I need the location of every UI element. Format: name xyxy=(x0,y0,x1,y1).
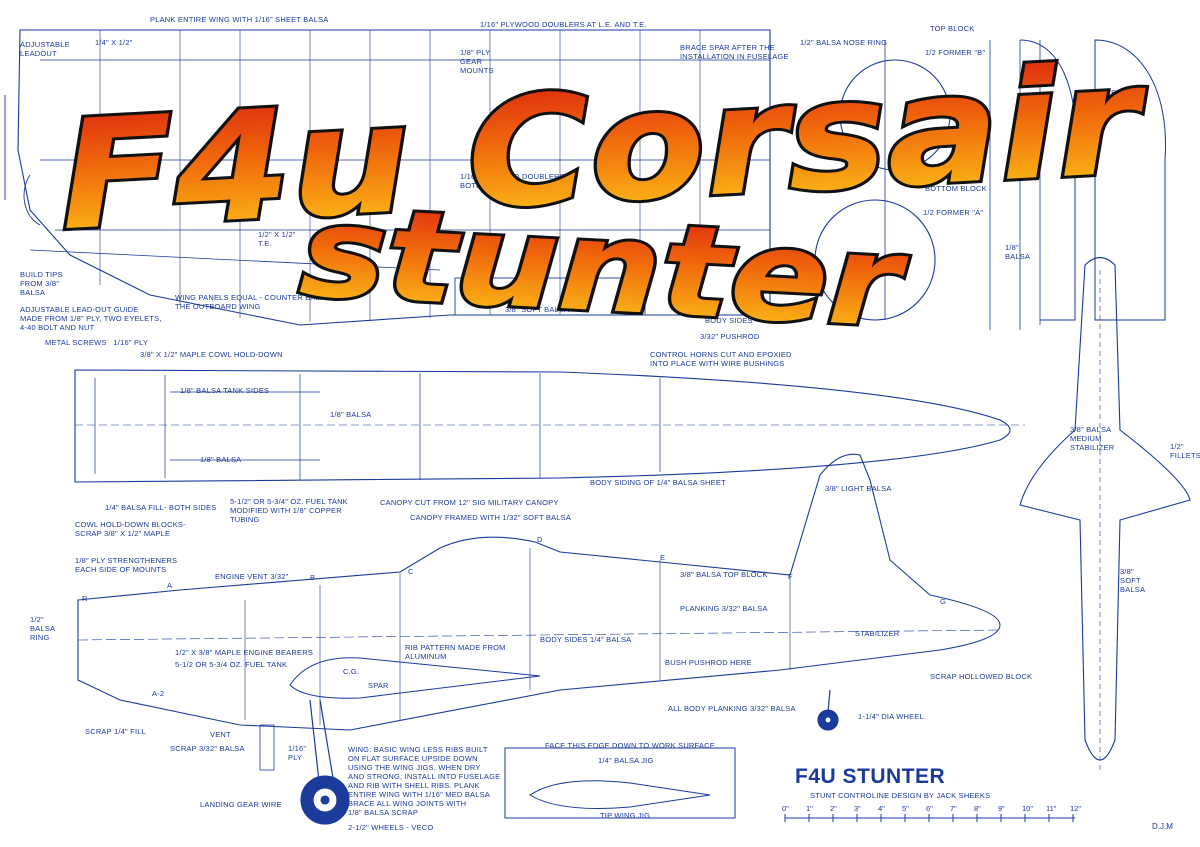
station-a: A xyxy=(167,581,173,590)
label-control-horns: CONTROL HORNS CUT AND EPOXIED INTO PLACE… xyxy=(650,350,792,368)
label-former-a: 1/2 FORMER "A" xyxy=(923,208,984,217)
station-a2: A-2 xyxy=(152,689,165,698)
station-r: R xyxy=(82,594,88,603)
label-soft-balsa-stab: 3/8" SOFT BALSA xyxy=(1120,567,1146,594)
label-balsa-18-c: 1/8" BALSA xyxy=(1095,88,1137,97)
label-fillets: 1/2" FILLETS xyxy=(1170,442,1200,460)
label-balsa-fill: 1/4" BALSA FILL- BOTH SIDES xyxy=(105,503,217,512)
station-d: D xyxy=(537,535,543,544)
label-body-sides-14: BODY SIDES 1/4" BALSA xyxy=(540,635,632,644)
stabilizer-view xyxy=(1019,256,1191,770)
label-top-block: TOP BLOCK xyxy=(930,24,975,33)
label-wheels: 2-1/2" WHEELS - VECO xyxy=(348,823,434,832)
label-fuel-tank-small: 5-1/2 OR 5-3/4 OZ. FUEL TANK xyxy=(175,660,288,669)
label-light-balsa: 3/8" LIGHT BALSA xyxy=(825,484,892,493)
label-scrap-32: SCRAP 3/32" BALSA xyxy=(170,744,245,753)
label-top-block-38: 3/8" BALSA TOP BLOCK xyxy=(680,570,768,579)
label-spar: SPAR xyxy=(368,681,389,690)
label-scrap-fill: SCRAP 1/4" FILL xyxy=(85,727,146,736)
label-pushrod: 3/32" PUSHROD xyxy=(700,332,760,341)
label-bush-pushrod: BUSH PUSHROD HERE xyxy=(665,658,752,667)
ruler-tick-label: 4" xyxy=(878,804,885,813)
fuselage-side-view xyxy=(77,453,1001,791)
label-ply-strengtheners: 1/8" PLY STRENGTHENERS EACH SIDE OF MOUN… xyxy=(75,556,178,574)
ruler-tick-label: 6" xyxy=(926,804,933,813)
ruler-tick-label: 2" xyxy=(830,804,837,813)
label-metal-screws: METAL SCREWS 1/16" PLY xyxy=(45,338,149,347)
label-half-te: 1/2" X 1/2" T.E. xyxy=(258,230,296,248)
label-balsa-jig: 1/4" BALSA JIG xyxy=(598,756,654,765)
label-engine-vent: ENGINE VENT 3/32" xyxy=(215,572,289,581)
label-leadout-guide: ADJUSTABLE LEAD-OUT GUIDE MADE FROM 1/8"… xyxy=(20,305,162,332)
label-canopy-cut: CANOPY CUT FROM 12" SIG MILITARY CANOPY xyxy=(380,498,559,507)
label-counter-balance: WING PANELS EQUAL - COUNTER BALANCE THE … xyxy=(175,293,342,311)
label-all-body-planking: ALL BODY PLANKING 3/32" BALSA xyxy=(668,704,796,713)
label-tip-jig: TIP WING JIG xyxy=(600,811,651,820)
label-body-siding: BODY SIDING OF 1/4" BALSA SHEET xyxy=(590,478,726,487)
label-cowl-blocks: COWL HOLD-DOWN BLOCKS- SCRAP 3/8" X 1/2"… xyxy=(75,520,186,538)
ruler-tick-label: 11" xyxy=(1046,804,1057,813)
label-cg: C.G. xyxy=(343,667,360,676)
label-dia-wheel: 1-1/4" DIA WHEEL xyxy=(858,712,924,721)
label-balsa-18-a: 1/8" BALSA xyxy=(1005,243,1031,261)
station-b: B xyxy=(310,573,316,582)
ruler-tick-label: 7" xyxy=(950,804,957,813)
station-c: C xyxy=(408,567,414,576)
label-balsa-18-b: 1/8" BALSA xyxy=(330,410,372,419)
station-e: E xyxy=(660,553,666,562)
label-ply-gear-mounts: 1/8" PLY GEAR MOUNTS xyxy=(460,48,494,75)
plan-subtitle: STUNT CONTROLINE DESIGN BY JACK SHEEKS xyxy=(810,791,991,800)
ruler-tick-label: 0" xyxy=(782,804,789,813)
ruler-tick-label: 3" xyxy=(854,804,861,813)
wing-plan-view xyxy=(4,29,771,326)
wing-jig xyxy=(504,747,736,819)
ruler-tick-label: 12" xyxy=(1070,804,1082,813)
label-engine-bearers: 1/2" X 3/8" MAPLE ENGINE BEARERS xyxy=(175,648,314,657)
label-ply-doublers-le: 1/16" PLYWOOD DOUBLERS AT L.E. AND T.E. xyxy=(480,20,647,29)
former-views xyxy=(814,39,1167,330)
label-stabilizer: STABILIZER xyxy=(855,629,900,638)
designer-initials: D.J.M xyxy=(1152,822,1173,831)
label-stab-medium: 3/8" BALSA MEDIUM STABILIZER xyxy=(1070,425,1115,452)
label-scrap-hollowed: SCRAP HOLLOWED BLOCK xyxy=(930,672,1033,681)
station-f: F xyxy=(788,572,793,581)
scale-ruler xyxy=(784,814,1075,822)
fuselage-top-view xyxy=(74,369,1025,483)
label-adjustable-leadout: ADJUSTABLE LEADOUT xyxy=(20,40,70,58)
label-wing-plank: PLANK ENTIRE WING WITH 1/16" SHEET BALSA xyxy=(150,15,329,24)
ruler-tick-label: 10" xyxy=(1022,804,1034,813)
wheels xyxy=(300,709,839,825)
label-balsa-ring: 1/2" BALSA RING xyxy=(30,615,56,642)
label-body-sides-top: BODY SIDES xyxy=(705,316,753,325)
ruler-tick-label: 8" xyxy=(974,804,981,813)
label-maple-cowl: 3/8" X 1/2" MAPLE COWL HOLD-DOWN xyxy=(140,350,283,359)
label-build-tips: BUILD TIPS FROM 3/8" BALSA xyxy=(20,270,63,297)
label-motor: MOTOR xyxy=(938,165,967,174)
label-quarter-half: 1/4" X 1/2" xyxy=(95,38,133,47)
label-wing-instructions: WING: BASIC WING LESS RIBS BUILT ON FLAT… xyxy=(348,745,501,817)
label-fuel-tank: 5-1/2" OR 5-3/4" OZ. FUEL TANK MODIFIED … xyxy=(230,497,348,524)
label-nose-ring: 1/2" BALSA NOSE RING xyxy=(800,38,888,47)
station-g: G xyxy=(940,597,947,606)
ruler-tick-label: 1" xyxy=(806,804,813,813)
plan-title: F4U STUNTER xyxy=(795,765,946,788)
label-tank-sides: 1/8" BALSA TANK SIDES xyxy=(180,386,270,395)
label-soft-balsa-38: 3/8" SOFT BALSA xyxy=(505,305,570,314)
label-ply-doublers-spar: 1/16" PLYWOOD DOUBLERS BOTH SIDES OF SPA… xyxy=(460,172,565,190)
ruler-tick-label: 5" xyxy=(902,804,909,813)
label-brace-spar: BRACE SPAR AFTER THE INSTALLATION IN FUS… xyxy=(680,43,789,61)
label-former-b: 1/2 FORMER "B" xyxy=(925,48,986,57)
label-canopy-framed: CANOPY FRAMED WITH 1/32" SOFT BALSA xyxy=(410,513,572,522)
ruler-tick-label: 9" xyxy=(998,804,1005,813)
label-landing-gear: LANDING GEAR WIRE xyxy=(200,800,282,809)
label-balsa-18-d: 1/8" BALSA xyxy=(200,455,242,464)
label-bottom-block: BOTTOM BLOCK xyxy=(925,184,987,193)
label-vent: VENT xyxy=(210,730,231,739)
label-ply-116: 1/16" PLY xyxy=(288,744,307,762)
label-rib-pattern: RIB PATTERN MADE FROM ALUMINUM xyxy=(405,643,506,661)
label-face-edge: FACE THIS EDGE DOWN TO WORK SURFACE xyxy=(545,741,715,750)
label-planking: PLANKING 3/32" BALSA xyxy=(680,604,768,613)
